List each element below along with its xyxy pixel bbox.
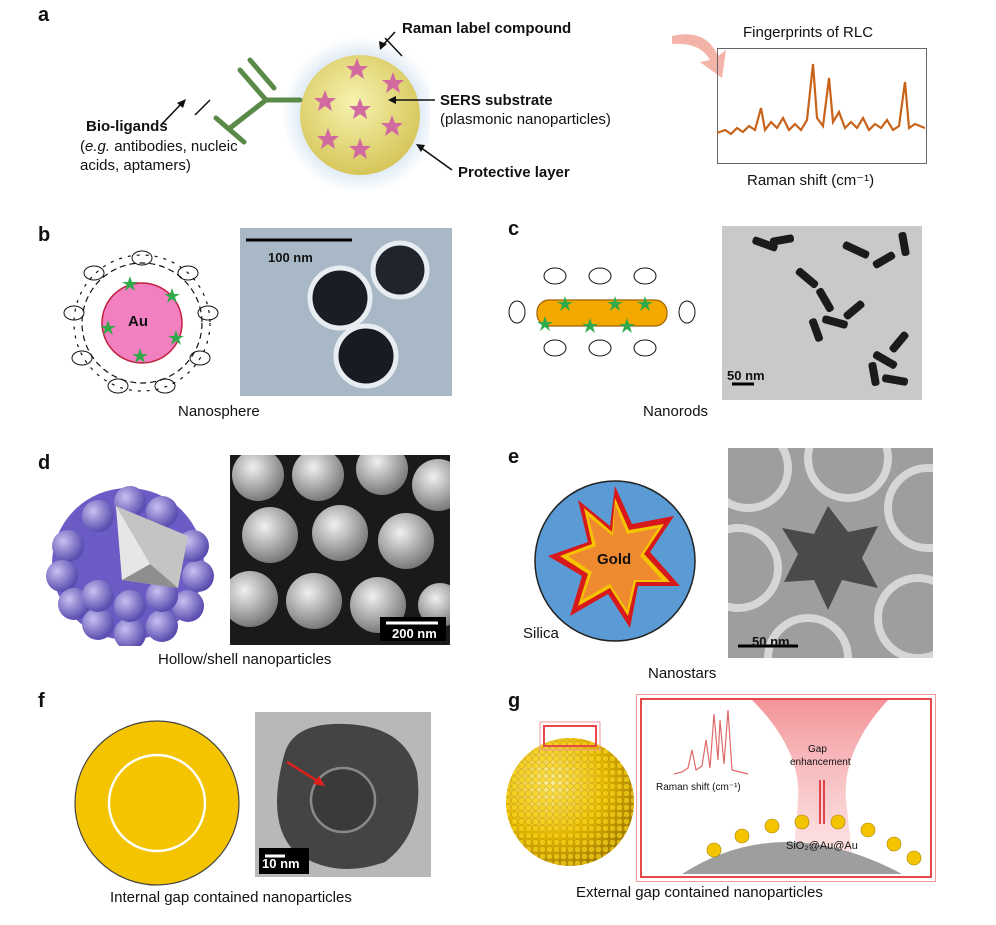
panel-label-e: e (508, 446, 520, 468)
label-raman-shift-g: Raman shift (cm⁻¹) (656, 782, 741, 793)
label-sers-substrate-sub: (plasmonic nanoparticles) (440, 111, 611, 128)
raman-spectrum (717, 63, 925, 136)
label-bio-ligands: Bio-ligands (86, 118, 168, 135)
label-fingerprints: Fingerprints of RLC (743, 24, 874, 41)
label-raman-shift-a: Raman shift (cm⁻¹) (747, 172, 875, 189)
scale-bar-c: 50 nm (727, 368, 765, 383)
gold-star-core (568, 504, 662, 610)
tem-image-nanorods (722, 226, 922, 400)
caption-g: External gap contained nanoparticles (576, 884, 823, 901)
label-protective-layer: Protective layer (458, 164, 570, 181)
caption-e: Nanostars (648, 665, 717, 682)
nanorod-schematic (508, 267, 696, 357)
scale-bar-e: 50 nm (752, 634, 790, 649)
label-sers-substrate: SERS substrate (440, 92, 553, 109)
hollow-shell-schematic (46, 486, 214, 646)
sers-tag-diagram (194, 37, 430, 193)
scale-bar-f: 10 nm (262, 856, 300, 871)
au-core (101, 282, 183, 364)
tem-image-nanospheres (240, 228, 452, 396)
caption-b: Nanosphere (178, 403, 260, 420)
panel-label-c: c (508, 218, 520, 240)
sio2-surface (682, 842, 902, 874)
caption-f: Internal gap contained nanoparticles (110, 889, 352, 906)
zoom-frame (636, 694, 936, 882)
label-bio-ligands-desc: (e.g. antibodies, nucleic acids, aptamer… (80, 138, 238, 174)
panel-label-a: a (38, 4, 50, 26)
tem-image-internal-gap (255, 712, 431, 877)
panel-label-d: d (38, 452, 51, 474)
scale-bar-d: 200 nm (392, 626, 437, 641)
raman-label-stars (314, 58, 404, 159)
caption-d: Hollow/shell nanoparticles (158, 651, 332, 668)
antibody-ligand (213, 57, 303, 145)
panel-label-b: b (38, 224, 51, 246)
gold-rod (536, 299, 668, 327)
label-raman-label-compound: Raman label compound (402, 20, 572, 37)
internal-gap-schematic (74, 720, 240, 886)
label-au-core: Au (128, 313, 148, 330)
label-gold: Gold (597, 551, 632, 568)
panel-label-g: g (508, 690, 521, 712)
tem-image-nanostar (728, 448, 933, 658)
label-gap-line2: enhancement (790, 757, 851, 768)
nanosphere-schematic (63, 250, 219, 394)
nanostar-schematic (534, 480, 696, 642)
green-stars (100, 276, 184, 363)
bio-ligands-line2: acids, aptamers) (80, 157, 191, 174)
label-gap-line1: Gap (808, 744, 827, 755)
gap-enhancement-inset (673, 700, 922, 874)
sem-image-hollow (230, 455, 450, 645)
label-silica: Silica (523, 625, 559, 642)
panel-label-f: f (38, 690, 45, 712)
spectrum-box (717, 48, 927, 164)
nanostar-particle (782, 506, 878, 610)
curved-arrow-icon (672, 34, 726, 78)
caption-c: Nanorods (643, 403, 709, 420)
aptamer-loops (63, 250, 219, 394)
bio-ligands-line1: antibodies, nucleic (110, 138, 238, 155)
eg-text: e.g. (85, 138, 111, 155)
scale-bar-b: 100 nm (268, 250, 313, 265)
pointer-arrows (160, 31, 453, 171)
label-material: SiO₂@Au@Au (786, 840, 858, 852)
external-gap-sphere (506, 721, 634, 866)
